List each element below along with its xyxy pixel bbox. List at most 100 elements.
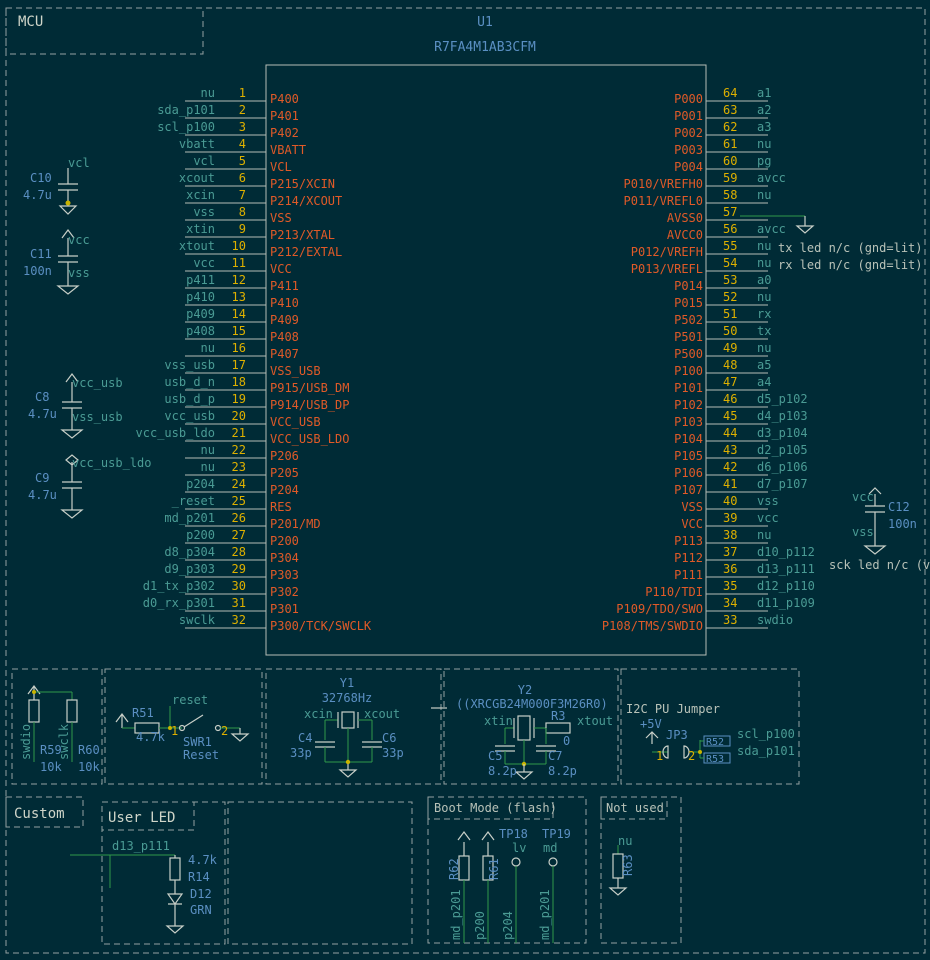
r63-resistor[interactable] bbox=[608, 845, 628, 896]
pin-net: xcin bbox=[186, 188, 215, 202]
pin-name: P100 bbox=[674, 364, 703, 378]
pin-net: xtout bbox=[179, 239, 215, 253]
crystal-y1[interactable] bbox=[315, 711, 382, 778]
pin-name: P004 bbox=[674, 160, 703, 174]
capacitor-c8[interactable] bbox=[60, 373, 84, 439]
capacitor-c11[interactable] bbox=[56, 229, 80, 295]
i2c-jumper[interactable] bbox=[645, 731, 731, 764]
capacitor-c12[interactable] bbox=[863, 487, 887, 555]
pin-number: 10 bbox=[232, 239, 246, 253]
swd-net-swdio: swdio bbox=[19, 724, 33, 760]
pin-net: vss_usb bbox=[164, 358, 215, 372]
pin-number: 12 bbox=[232, 273, 246, 287]
crystal-y2[interactable] bbox=[495, 715, 571, 780]
mcu-value: R7FA4M1AB3CFM bbox=[434, 40, 536, 55]
y2-net-out: xtout bbox=[577, 714, 613, 728]
c5-ref: C5 bbox=[488, 749, 502, 763]
c12-value: 100n bbox=[888, 517, 917, 531]
pin-net: d11_p109 bbox=[757, 596, 815, 610]
boot-mode-circuit[interactable] bbox=[457, 831, 558, 943]
pin-name: P214/XCOUT bbox=[270, 194, 342, 208]
reset-circuit[interactable] bbox=[115, 706, 250, 742]
mcu-body[interactable] bbox=[265, 64, 707, 656]
pin-net: md_p201 bbox=[164, 511, 215, 525]
pin-number: 41 bbox=[723, 477, 737, 491]
pin-name: P103 bbox=[674, 415, 703, 429]
pin-number: 21 bbox=[232, 426, 246, 440]
c9-ref: C9 bbox=[35, 471, 49, 485]
pin-number: 50 bbox=[723, 324, 737, 338]
capacitor-c9[interactable] bbox=[60, 454, 84, 519]
pin-name: VSS_USB bbox=[270, 364, 321, 378]
swd-pullups[interactable] bbox=[27, 685, 78, 762]
pin-number: 14 bbox=[232, 307, 246, 321]
user-led[interactable] bbox=[70, 854, 185, 934]
capacitor-c10[interactable] bbox=[58, 168, 78, 215]
